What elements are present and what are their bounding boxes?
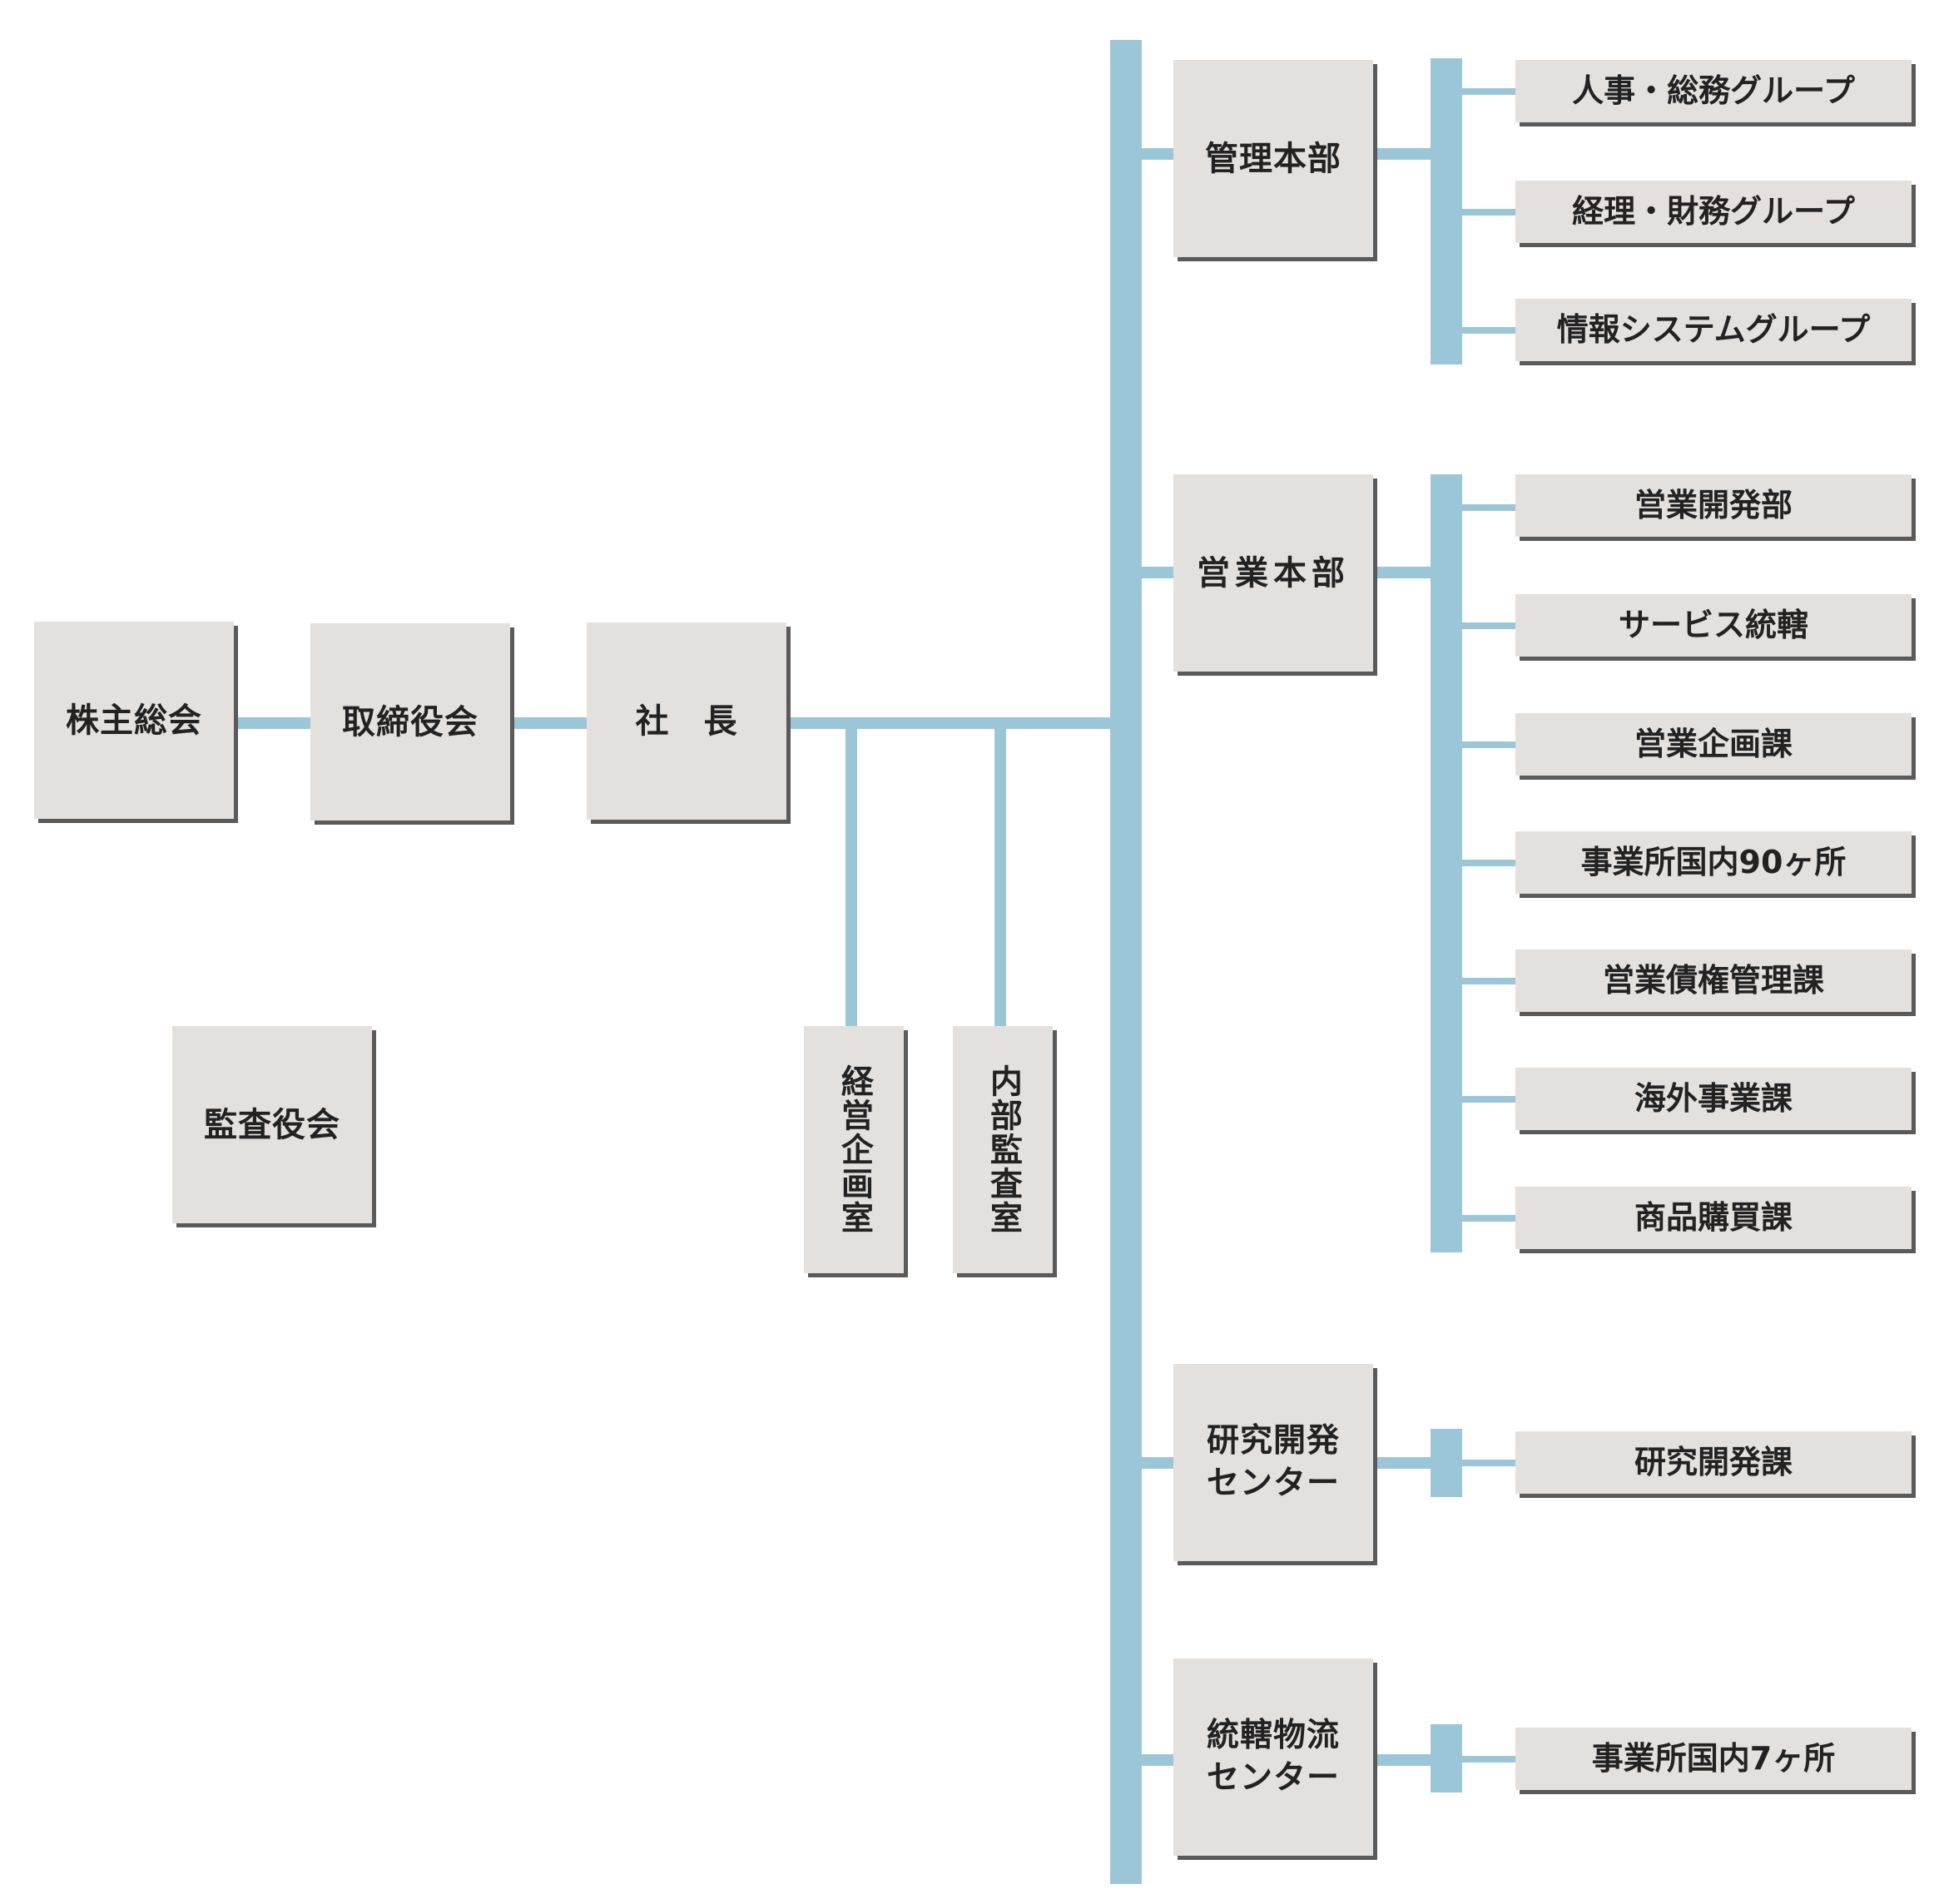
sales-group-box: 商品購買課 <box>1515 1187 1912 1249</box>
admin-group-box: 情報システムグループ <box>1515 299 1912 361</box>
admin-division-label: 管理本部 <box>1205 139 1341 178</box>
sales-group-box: 海外事業課 <box>1515 1068 1912 1130</box>
logistics-group-box: 事業所国内7ヶ所 <box>1515 1728 1912 1790</box>
sales-group-box: 営業開発部 <box>1515 474 1912 537</box>
connector-trunk-logistics <box>1140 1754 1173 1766</box>
sales-group-label: 営業企画課 <box>1634 725 1793 762</box>
branch-tick <box>1460 504 1515 511</box>
shareholders-label: 株主総会 <box>66 701 202 740</box>
sales-group-box: サービス統轄 <box>1515 594 1912 657</box>
branch-tick <box>1460 88 1515 95</box>
branch-tick <box>1460 1096 1515 1103</box>
audit-office-box: 内部監査室 <box>953 1026 1053 1273</box>
connector-trunk-sales <box>1140 567 1173 578</box>
connector-board-president <box>509 717 588 729</box>
sales-group-box: 営業企画課 <box>1515 713 1912 776</box>
connector-president-trunk <box>786 717 1112 729</box>
rnd-group-box: 研究開発課 <box>1515 1431 1912 1494</box>
branch-tick <box>1460 1756 1515 1763</box>
branch-tick <box>1460 622 1515 629</box>
branch-tick <box>1460 209 1515 216</box>
president-box: 社 長 <box>587 622 786 820</box>
rnd-center-label: 研究開発 センター <box>1206 1421 1340 1502</box>
branch-tick <box>1460 978 1515 984</box>
branch-tick <box>1460 741 1515 748</box>
branch-tick <box>1460 1215 1515 1222</box>
sales-group-label: 事業所国内90ヶ所 <box>1580 843 1847 880</box>
logistics-branch-bar <box>1431 1724 1462 1792</box>
sales-branch-bar <box>1431 474 1462 1252</box>
auditors-box: 監査役会 <box>172 1026 372 1223</box>
sales-group-label: 営業債権管理課 <box>1602 961 1824 999</box>
admin-group-label: 経理・財務グループ <box>1572 192 1855 230</box>
branch-tick <box>1460 327 1515 334</box>
connector-admin-bar <box>1373 148 1433 160</box>
sales-group-box: 営業債権管理課 <box>1515 950 1912 1012</box>
connector-planning <box>846 722 857 1026</box>
sales-group-label: 営業開発部 <box>1634 486 1793 523</box>
connector-logistics-bar <box>1373 1754 1433 1766</box>
admin-group-box: 人事・総務グループ <box>1515 60 1912 122</box>
rnd-center-box: 研究開発 センター <box>1173 1364 1373 1561</box>
connector-shareholders-board <box>233 717 312 729</box>
sales-group-box: 事業所国内90ヶ所 <box>1515 831 1912 894</box>
admin-division-box: 管理本部 <box>1173 60 1373 257</box>
audit-office-label: 内部監査室 <box>984 1064 1023 1235</box>
rnd-group-label: 研究開発課 <box>1634 1443 1793 1480</box>
planning-office-box: 経営企画室 <box>804 1026 904 1273</box>
branch-tick <box>1460 860 1515 866</box>
branch-tick <box>1460 1460 1515 1466</box>
sales-division-label: 営業本部 <box>1197 553 1350 593</box>
admin-branch-bar <box>1431 58 1462 364</box>
admin-group-label: 人事・総務グループ <box>1572 72 1855 109</box>
logistics-center-box: 統轄物流 センター <box>1173 1659 1373 1856</box>
connector-audit <box>994 722 1006 1026</box>
connector-rnd-bar <box>1373 1457 1433 1469</box>
main-trunk <box>1110 40 1142 1884</box>
logistics-group-label: 事業所国内7ヶ所 <box>1591 1739 1836 1777</box>
connector-sales-bar <box>1373 567 1433 578</box>
board-box: 取締役会 <box>310 623 510 821</box>
admin-group-label: 情報システムグループ <box>1556 310 1871 348</box>
connector-trunk-rnd <box>1140 1457 1173 1469</box>
president-label: 社 長 <box>635 702 738 741</box>
sales-group-label: 海外事業課 <box>1634 1079 1793 1117</box>
sales-division-box: 営業本部 <box>1173 474 1373 672</box>
connector-trunk-admin <box>1140 148 1173 160</box>
rnd-branch-bar <box>1431 1429 1462 1497</box>
logistics-center-label: 統轄物流 センター <box>1206 1716 1340 1797</box>
board-label: 取締役会 <box>342 702 479 741</box>
sales-group-label: 商品購買課 <box>1634 1198 1793 1236</box>
shareholders-box: 株主総会 <box>34 622 234 819</box>
sales-group-label: サービス統轄 <box>1618 606 1808 643</box>
auditors-label: 監査役会 <box>204 1105 340 1144</box>
admin-group-box: 経理・財務グループ <box>1515 181 1912 243</box>
planning-office-label: 経営企画室 <box>836 1064 874 1235</box>
